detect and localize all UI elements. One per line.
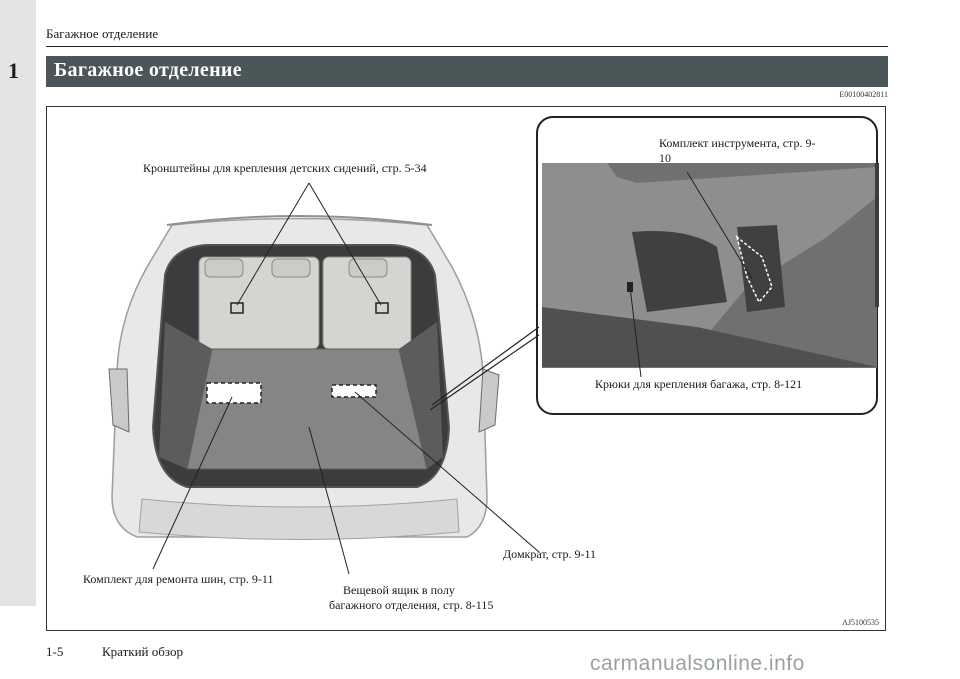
section-title: Багажное отделение <box>54 59 242 81</box>
figure-box: Кронштейны для крепления детских сидений… <box>46 106 886 631</box>
page-number: 1-5 <box>46 644 64 659</box>
footer-chapter-title: Краткий обзор <box>102 644 183 659</box>
vehicle-rear-view <box>108 215 500 540</box>
label-luggage-hooks: Крюки для крепления багажа, стр. 8-121 <box>595 377 803 391</box>
label-tire-repair-kit: Комплект для ремонта шин, стр. 9-11 <box>83 572 274 586</box>
chapter-number: 1 <box>8 58 19 83</box>
running-header: Багажное отделение <box>46 26 159 41</box>
cargo-illustration <box>108 116 879 575</box>
label-jack: Домкрат, стр. 9-11 <box>503 547 597 561</box>
section-code: E00100402811 <box>839 90 888 99</box>
label-underfloor-box-line2: багажного отделения, стр. 8-115 <box>329 598 494 612</box>
inset-side-view <box>536 116 879 415</box>
watermark: carmanualsonline.info <box>590 652 805 675</box>
header-rule <box>46 46 888 47</box>
label-tool-kit-line1: Комплект инструмента, стр. 9- <box>659 136 816 150</box>
figure-code: AJ5100535 <box>842 618 879 627</box>
label-tool-kit-line2: 10 <box>659 151 671 165</box>
label-child-seat-brackets: Кронштейны для крепления детских сидений… <box>143 161 427 175</box>
chapter-side-tab: 1 <box>0 0 36 606</box>
label-underfloor-box-line1: Вещевой ящик в полу <box>343 583 455 597</box>
section-title-band: Багажное отделение <box>46 56 888 87</box>
